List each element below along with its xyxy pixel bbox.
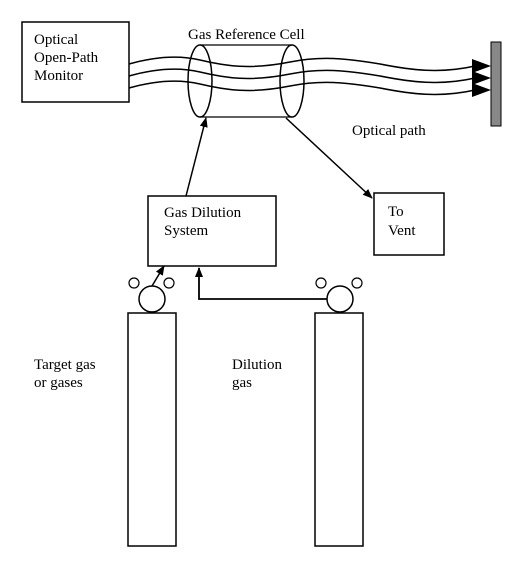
gas-dilution-system-box: Gas Dilution System [147,195,277,267]
target-cylinder-gauge-left [128,277,140,289]
dilution-gas-cylinder [314,277,364,547]
flow-arrow-to-vent [285,117,373,199]
monitor-label-line-1: Optical [34,32,78,48]
vent-label-line-2: Vent [388,223,416,239]
monitor-label-line-3: Monitor [34,68,83,84]
dilution-gas-label-line-2: gas [232,375,252,391]
gas-reference-cell: Gas Reference Cell [187,27,305,118]
dilution-system-label-line-2: System [164,223,209,239]
flow-arrow-to-cell [185,117,208,197]
dilution-cylinder-gauge-right [351,277,363,289]
optical-beam-middle [128,68,476,84]
flow-arrow-target-to-dilution [151,265,165,287]
optical-beam-lines [128,56,476,96]
dilution-gas-label-line-1: Dilution [232,357,283,373]
retroreflector [472,41,502,127]
dilution-cylinder-gauge-left [315,277,327,289]
reference-cell-label: Gas Reference Cell [188,27,305,43]
optical-monitor-box: Optical Open-Path Monitor [21,21,130,103]
target-gas-cylinder [127,277,177,547]
target-cylinder-valve [138,285,166,313]
dilution-system-label-line-1: Gas Dilution [164,205,242,221]
flow-line-dilution-gas [195,267,327,300]
vent-label-line-1: To [388,204,404,220]
vent-box: To Vent [373,192,445,256]
monitor-label-line-2: Open-Path [34,50,99,66]
target-gas-label-line-1: Target gas [34,357,96,373]
optical-beam-top [128,56,476,72]
dilution-cylinder-valve [326,285,354,313]
optical-path-label: Optical path [352,123,426,139]
optical-beam-bottom [128,80,476,96]
target-cylinder-gauge-right [163,277,175,289]
target-gas-label-line-2: or gases [34,375,83,391]
